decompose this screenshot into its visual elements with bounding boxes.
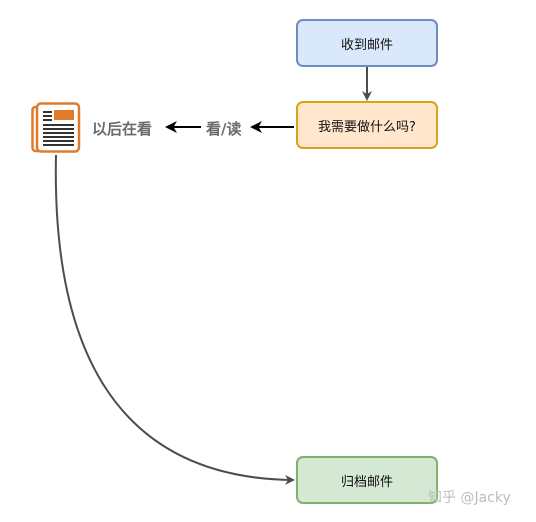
receive-mail-node[interactable]: 收到邮件 [296,19,438,67]
archive-mail-node[interactable]: 归档邮件 [296,456,438,504]
read-label: 看/读 [206,120,242,138]
edge-icon-to-archive [54,154,295,485]
decide-label: 我需要做什么吗? [318,119,416,135]
read-later-label: 以后在看 [92,120,153,138]
archive-mail-label: 归档邮件 [340,474,393,490]
decide-node[interactable]: 我需要做什么吗? [296,101,438,149]
watermark: 知乎 @Jacky [428,490,511,506]
receive-mail-label: 收到邮件 [340,37,393,53]
newspaper-icon [31,102,81,153]
